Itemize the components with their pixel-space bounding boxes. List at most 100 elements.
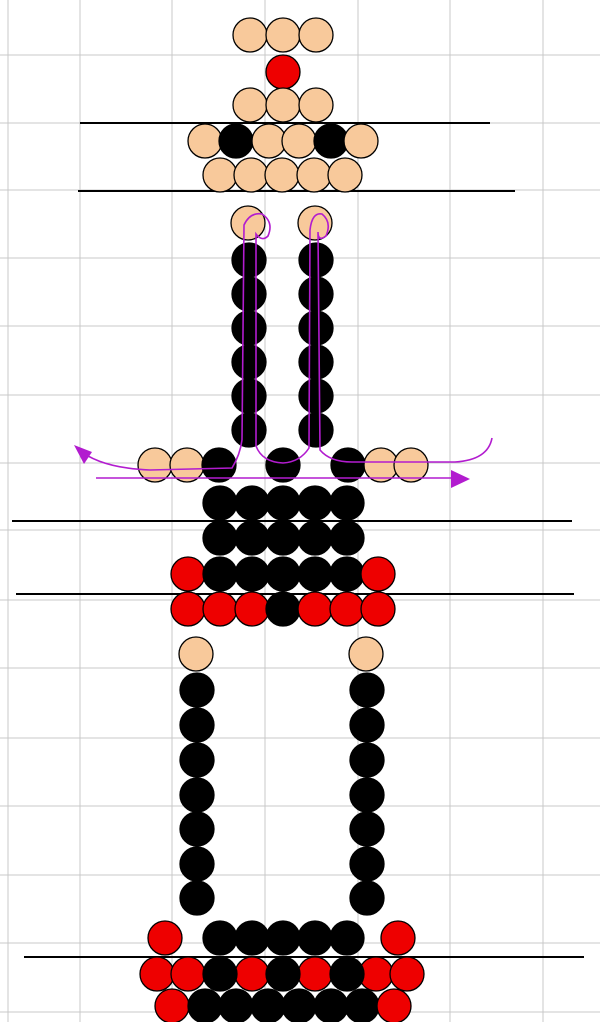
bead-peach — [252, 124, 286, 158]
bead-black — [298, 557, 332, 591]
bead-black — [350, 743, 384, 777]
bead-black — [330, 957, 364, 991]
thread-path — [78, 214, 492, 470]
bead-red — [148, 921, 182, 955]
bead-peach — [234, 158, 268, 192]
bead-black — [299, 413, 333, 447]
bead-peach — [364, 448, 398, 482]
bead-black — [298, 486, 332, 520]
bead-black — [180, 847, 214, 881]
bead-peach — [138, 448, 172, 482]
bead-black — [202, 448, 236, 482]
bead-peach — [394, 448, 428, 482]
bead-red — [381, 921, 415, 955]
bead-peach — [233, 18, 267, 52]
bead-black — [282, 989, 316, 1022]
bead-black — [251, 989, 285, 1022]
bead-black — [180, 812, 214, 846]
bead-black — [232, 277, 266, 311]
bead-black — [180, 778, 214, 812]
bead-black — [203, 521, 237, 555]
bead-peach — [297, 158, 331, 192]
bead-black — [350, 708, 384, 742]
bead-peach — [170, 448, 204, 482]
bead-black — [232, 379, 266, 413]
bead-peach — [266, 88, 300, 122]
bead-black — [235, 557, 269, 591]
bead-red — [235, 957, 269, 991]
bead-red — [171, 557, 205, 591]
bead-black — [298, 521, 332, 555]
bead-black — [180, 743, 214, 777]
bead-black — [350, 812, 384, 846]
bead-red — [298, 957, 332, 991]
bead-peach — [299, 88, 333, 122]
bead-black — [330, 921, 364, 955]
bead-black — [350, 673, 384, 707]
bead-black — [266, 521, 300, 555]
bead-black — [345, 989, 379, 1022]
bead-peach — [349, 637, 383, 671]
bead-black — [331, 448, 365, 482]
bead-black — [203, 957, 237, 991]
bead-red — [203, 592, 237, 626]
bead-red — [298, 592, 332, 626]
bead-black — [299, 345, 333, 379]
bead-black — [266, 448, 300, 482]
bead-black — [203, 486, 237, 520]
bead-peach — [299, 18, 333, 52]
bead-red — [377, 989, 411, 1022]
bead-black — [350, 847, 384, 881]
bead-black — [299, 243, 333, 277]
bead-black — [219, 989, 253, 1022]
bead-black — [330, 557, 364, 591]
bead-peach — [188, 124, 222, 158]
bead-black — [298, 921, 332, 955]
bead-peach — [231, 206, 265, 240]
bead-red — [171, 592, 205, 626]
bead-peach — [266, 18, 300, 52]
bead-red — [330, 592, 364, 626]
bead-black — [235, 486, 269, 520]
thread-arrow-right — [451, 470, 470, 488]
bead-black — [299, 277, 333, 311]
bead-black — [232, 243, 266, 277]
bead-peach — [203, 158, 237, 192]
bead-black — [232, 413, 266, 447]
bead-black — [330, 486, 364, 520]
bead-black — [330, 521, 364, 555]
bead-black — [203, 557, 237, 591]
bead-red — [171, 957, 205, 991]
bead-red — [361, 592, 395, 626]
bead-black — [235, 921, 269, 955]
bead-black — [232, 345, 266, 379]
bead-black — [266, 921, 300, 955]
bead-black — [299, 311, 333, 345]
bead-red — [390, 957, 424, 991]
bead-peach — [179, 637, 213, 671]
bead-peach — [344, 124, 378, 158]
bead-red — [361, 557, 395, 591]
bead-red — [155, 989, 189, 1022]
bead-black — [266, 957, 300, 991]
bead-black — [266, 557, 300, 591]
bead-black — [180, 881, 214, 915]
bead-peach — [282, 124, 316, 158]
bead-peach — [328, 158, 362, 192]
bead-red — [266, 55, 300, 89]
bead-black — [232, 311, 266, 345]
bead-black — [266, 592, 300, 626]
bead-peach — [233, 88, 267, 122]
bead-red — [140, 957, 174, 991]
bead-black — [350, 778, 384, 812]
bead-black — [350, 881, 384, 915]
bead-black — [235, 521, 269, 555]
bead-peach — [265, 158, 299, 192]
thread-arrow-left — [74, 445, 92, 464]
bead-red — [235, 592, 269, 626]
bead-black — [314, 989, 348, 1022]
bead-black — [266, 486, 300, 520]
bead-black — [314, 124, 348, 158]
